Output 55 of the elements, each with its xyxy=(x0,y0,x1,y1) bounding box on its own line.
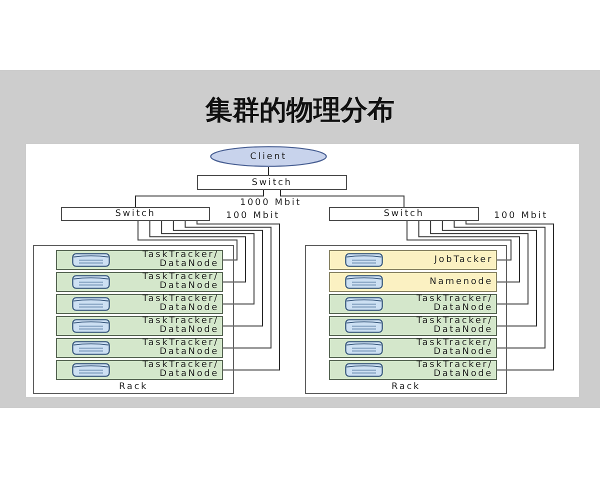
bandwidth-label: 100 Mbit xyxy=(226,211,280,222)
node-text: TaskTracker/ DataNode xyxy=(141,339,219,357)
connector-line xyxy=(138,220,238,260)
connector-line xyxy=(406,220,512,260)
node-text: Client xyxy=(250,152,287,162)
connector-line xyxy=(149,220,246,282)
connector-line xyxy=(135,190,264,208)
connector-line xyxy=(454,220,546,348)
bandwidth-label: 1000 Mbit xyxy=(240,198,302,209)
server-node-box xyxy=(329,272,497,292)
server-node-box xyxy=(329,250,497,270)
switch-box xyxy=(329,207,479,221)
connector-line xyxy=(172,220,263,326)
server-node-box xyxy=(56,360,223,380)
node-text: TaskTracker/ DataNode xyxy=(415,317,493,335)
server-node-box xyxy=(329,294,497,314)
switch-box xyxy=(197,175,347,190)
server-node-box xyxy=(56,272,223,292)
node-text: JobTacker xyxy=(433,256,493,264)
server-node-box xyxy=(329,338,497,358)
node-text: TaskTracker/ DataNode xyxy=(141,317,219,335)
node-text: TaskTracker/ DataNode xyxy=(141,273,219,291)
connector-line xyxy=(418,220,520,282)
switch-box xyxy=(61,207,210,221)
node-text: TaskTracker/ DataNode xyxy=(141,295,219,313)
node-text: Switch xyxy=(115,209,156,219)
node-text: Rack xyxy=(119,382,148,392)
connector-line xyxy=(196,220,280,370)
node-text: Rack xyxy=(392,382,420,392)
server-node-box xyxy=(56,338,223,358)
node-text: Namenode xyxy=(428,278,493,286)
connector-line xyxy=(268,166,269,176)
node-text: TaskTracker/ DataNode xyxy=(415,339,493,357)
diagram-title: 集群的物理分布 xyxy=(206,94,394,128)
bandwidth-label: 100 Mbit xyxy=(494,211,548,222)
ellipse-node xyxy=(210,146,327,167)
node-text: TaskTracker/ DataNode xyxy=(141,361,219,379)
connector-line xyxy=(442,220,537,326)
rack-box xyxy=(305,245,507,394)
server-node-box xyxy=(56,316,223,336)
node-text: TaskTracker/ DataNode xyxy=(415,295,493,313)
server-node-box xyxy=(329,360,497,380)
node-text: Switch xyxy=(252,178,292,188)
connector-line xyxy=(466,220,554,370)
server-node-box xyxy=(56,294,223,314)
server-node-box xyxy=(56,250,223,270)
connector-line xyxy=(184,220,272,348)
rack-box xyxy=(33,245,234,394)
connector-line xyxy=(161,220,254,304)
node-text: TaskTracker/ DataNode xyxy=(415,361,493,379)
node-text: Switch xyxy=(384,209,424,219)
connector-line xyxy=(430,220,528,304)
connector-line xyxy=(280,190,404,208)
node-text: TaskTracker/ DataNode xyxy=(141,251,219,269)
server-node-box xyxy=(329,316,497,336)
